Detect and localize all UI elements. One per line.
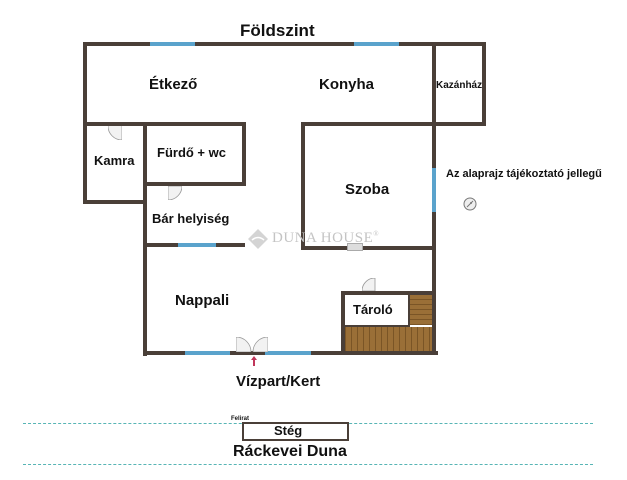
room-bar: Bár helyiség (152, 211, 230, 226)
floor-title: Földszint (240, 21, 315, 40)
steg-box (242, 422, 349, 441)
watermark-text: DUNA HOUSE® (272, 230, 379, 247)
wall-kazanhaz-bottom (432, 122, 486, 126)
window-konyha (354, 42, 399, 46)
door-kamra[interactable] (108, 126, 122, 140)
wall-tarolo-top (341, 291, 436, 295)
room-szoba: Szoba (345, 181, 390, 198)
watermark-label: DUNA HOUSE (272, 230, 374, 246)
window-etkezo (150, 42, 195, 46)
window-szoba (432, 168, 436, 212)
felirat-label: Felirat (231, 416, 250, 422)
tarolo-room (345, 295, 410, 327)
door-furdo[interactable] (168, 186, 182, 200)
door-entrance[interactable] (236, 337, 268, 352)
steg-label: Stég (274, 423, 303, 438)
wall-left-lower (143, 122, 147, 356)
duna-house-logo-icon (247, 228, 269, 250)
window-nappali-left (185, 351, 230, 355)
wall-furdo-bottom (143, 182, 246, 186)
room-tarolo: Tároló (353, 302, 393, 317)
compass-icon (462, 196, 478, 212)
window-nappali-right (265, 351, 311, 355)
room-furdo: Fürdő + wc (157, 145, 226, 160)
wall-konyha-bottom (301, 122, 436, 126)
arrow-up-icon (251, 356, 257, 366)
wall-szoba-left (301, 122, 305, 250)
entrance-label: Vízpart/Kert (236, 373, 321, 390)
river-label: Ráckevei Duna (233, 443, 347, 460)
room-kamra: Kamra (94, 153, 135, 168)
wall-szoba-bottom (301, 246, 436, 250)
water-line-bottom (23, 464, 593, 465)
wall-furdo-right (242, 122, 246, 186)
room-nappali: Nappali (175, 292, 230, 309)
room-kazanhaz: Kazánház (436, 80, 483, 91)
door-tarolo[interactable] (362, 278, 376, 291)
stairs-lower (345, 327, 432, 351)
window-bar (178, 243, 216, 247)
room-etkezo: Étkező (149, 76, 198, 93)
watermark-registered: ® (373, 230, 380, 238)
wall-tarolo-left (341, 291, 345, 355)
door-szoba[interactable] (347, 243, 363, 251)
room-konyha: Konyha (319, 76, 375, 93)
wall-etkezo-bottom (83, 122, 246, 126)
wall-top (83, 42, 486, 46)
disclaimer-text: Az alaprajz tájékoztató jellegű (446, 168, 602, 180)
stairs-upper (410, 295, 432, 325)
wall-kamra-bottom (83, 200, 147, 204)
wall-kazanhaz-right (482, 42, 486, 126)
